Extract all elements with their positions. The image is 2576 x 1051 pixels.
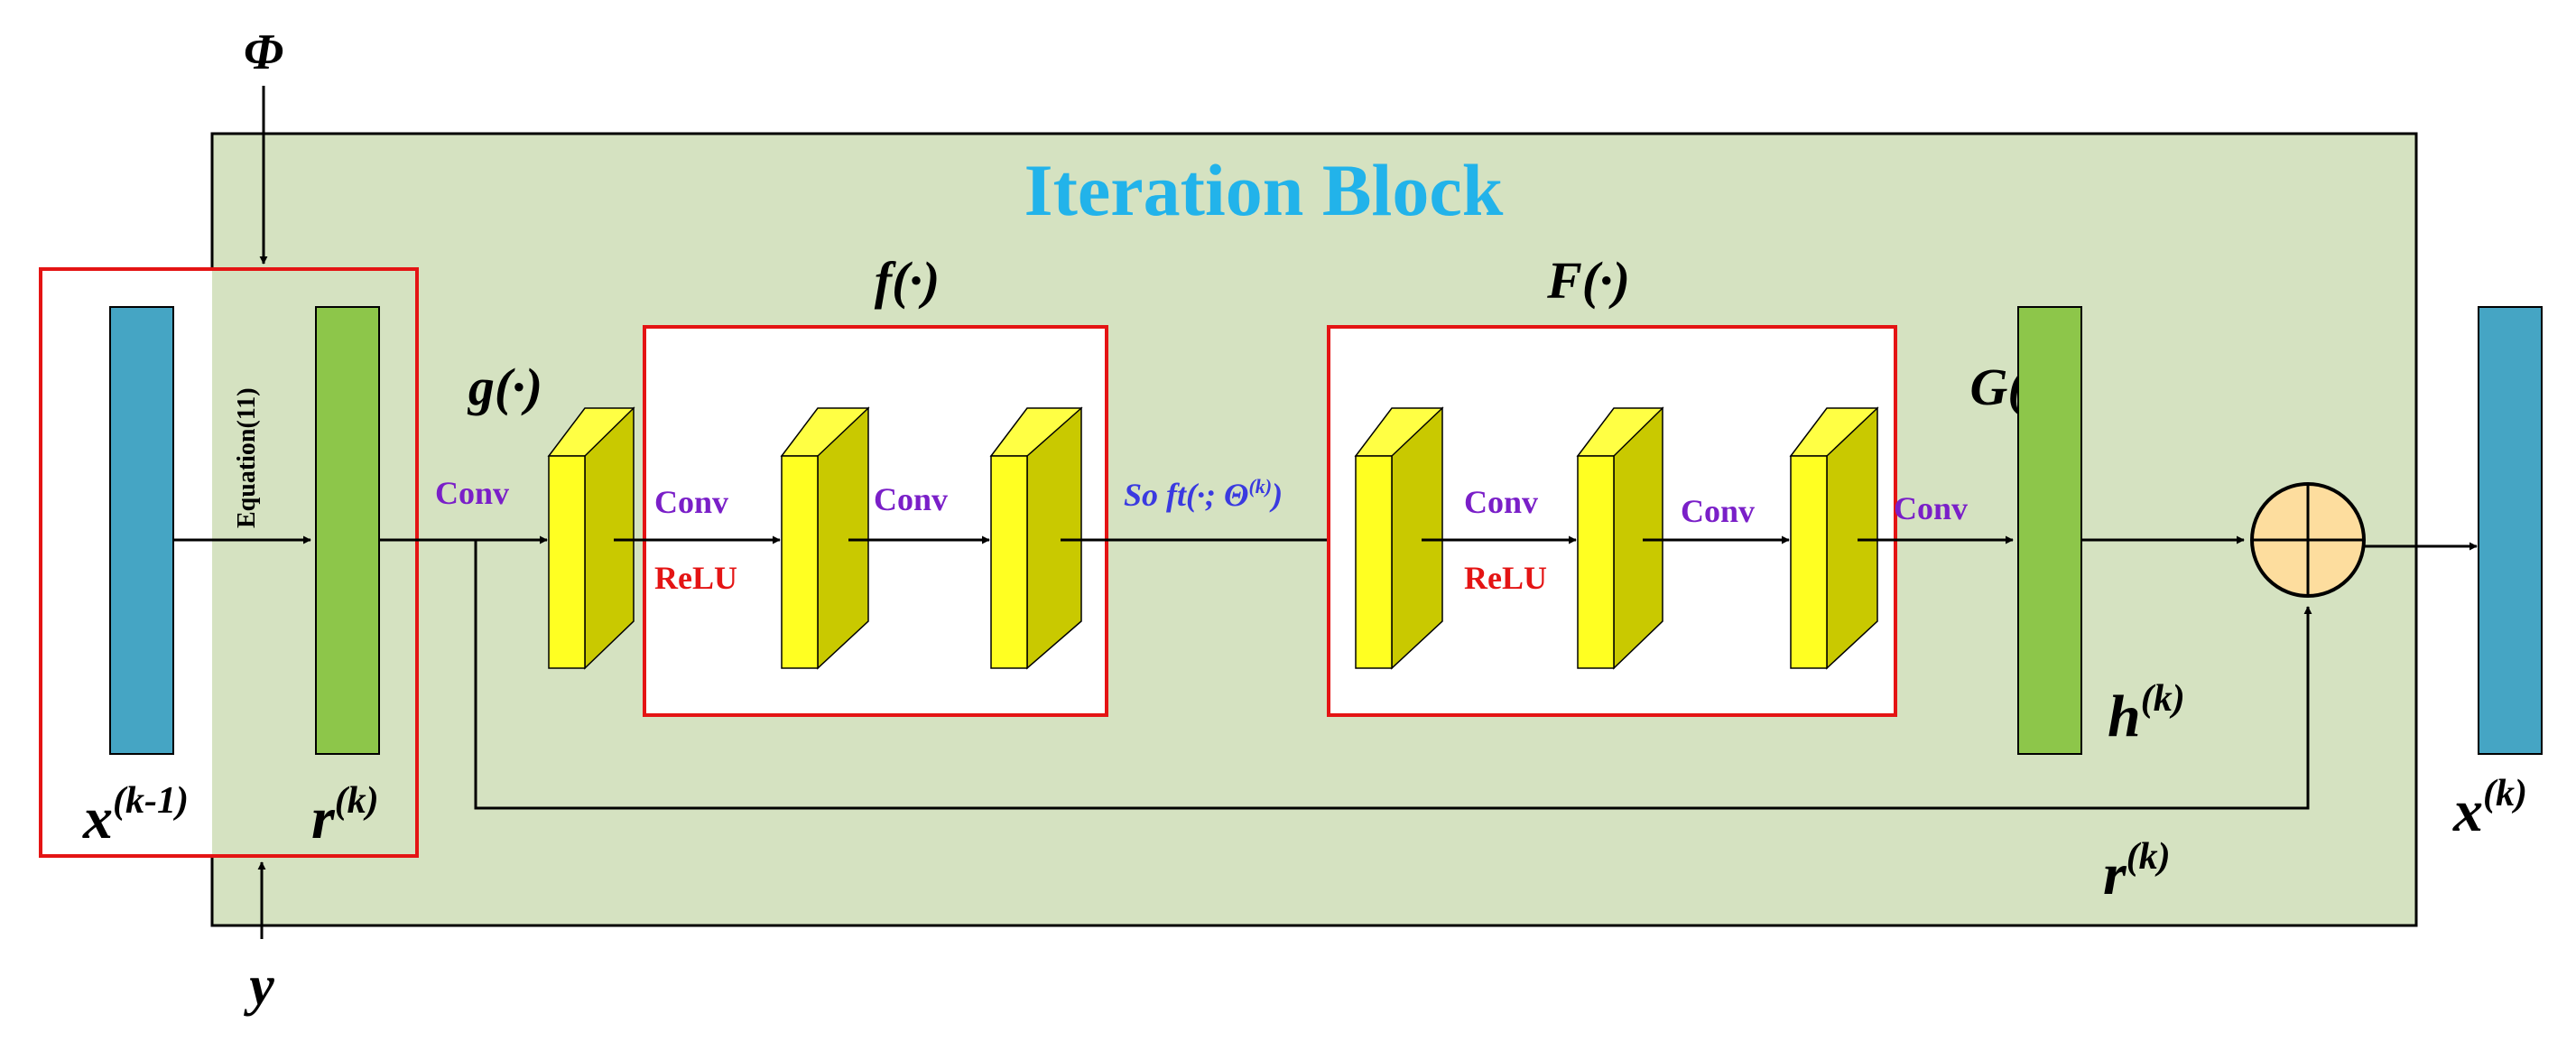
h-k-label: h(k): [2108, 678, 2185, 749]
F-conv-block-2: [1576, 406, 1664, 670]
r-skip-label: r(k): [2103, 836, 2171, 907]
phi-label: Φ: [244, 24, 283, 80]
relu-f1-label: ReLU: [654, 560, 737, 596]
sum-node: [2250, 482, 2366, 598]
iteration-block-background: [210, 132, 2418, 927]
x-prev-bar: [109, 306, 174, 755]
y-label: y: [243, 955, 274, 1017]
input-frame-border: [39, 267, 419, 858]
r-k-label: r(k): [311, 780, 379, 851]
g-function-label: g(·): [467, 358, 542, 416]
x-prev-label: x(k-1): [82, 780, 189, 851]
skip-connection: [474, 540, 2312, 810]
F-conv-block-1: [1354, 406, 1444, 670]
conv-G-label: Conv: [1894, 490, 1968, 526]
f-function-label: f(·): [875, 251, 940, 310]
iteration-block-title: Iteration Block: [1024, 149, 1504, 231]
conv-f2-label: Conv: [874, 481, 948, 517]
x-out-label: x(k): [2452, 773, 2527, 844]
F-function-label: F(·): [1546, 251, 1630, 310]
g-conv-block: [547, 406, 635, 670]
h-k-bar: [2017, 306, 2082, 755]
relu-F1-label: ReLU: [1464, 560, 1547, 596]
F-conv-block-3: [1789, 406, 1879, 670]
r-k-bar: [315, 306, 380, 755]
conv-F2-label: Conv: [1681, 493, 1755, 529]
conv-g-label: Conv: [435, 475, 509, 511]
conv-f1-label: Conv: [654, 484, 728, 520]
input-frame-overlap: [212, 269, 417, 856]
equation-label: Equation(11): [233, 387, 261, 528]
soft-threshold-label: So ft(·; Θ(k)): [1124, 475, 1283, 513]
f-conv-block-1: [780, 406, 870, 670]
f-conv-block-2: [989, 406, 1083, 670]
conv-F1-label: Conv: [1464, 484, 1538, 520]
x-out-bar: [2478, 306, 2543, 755]
